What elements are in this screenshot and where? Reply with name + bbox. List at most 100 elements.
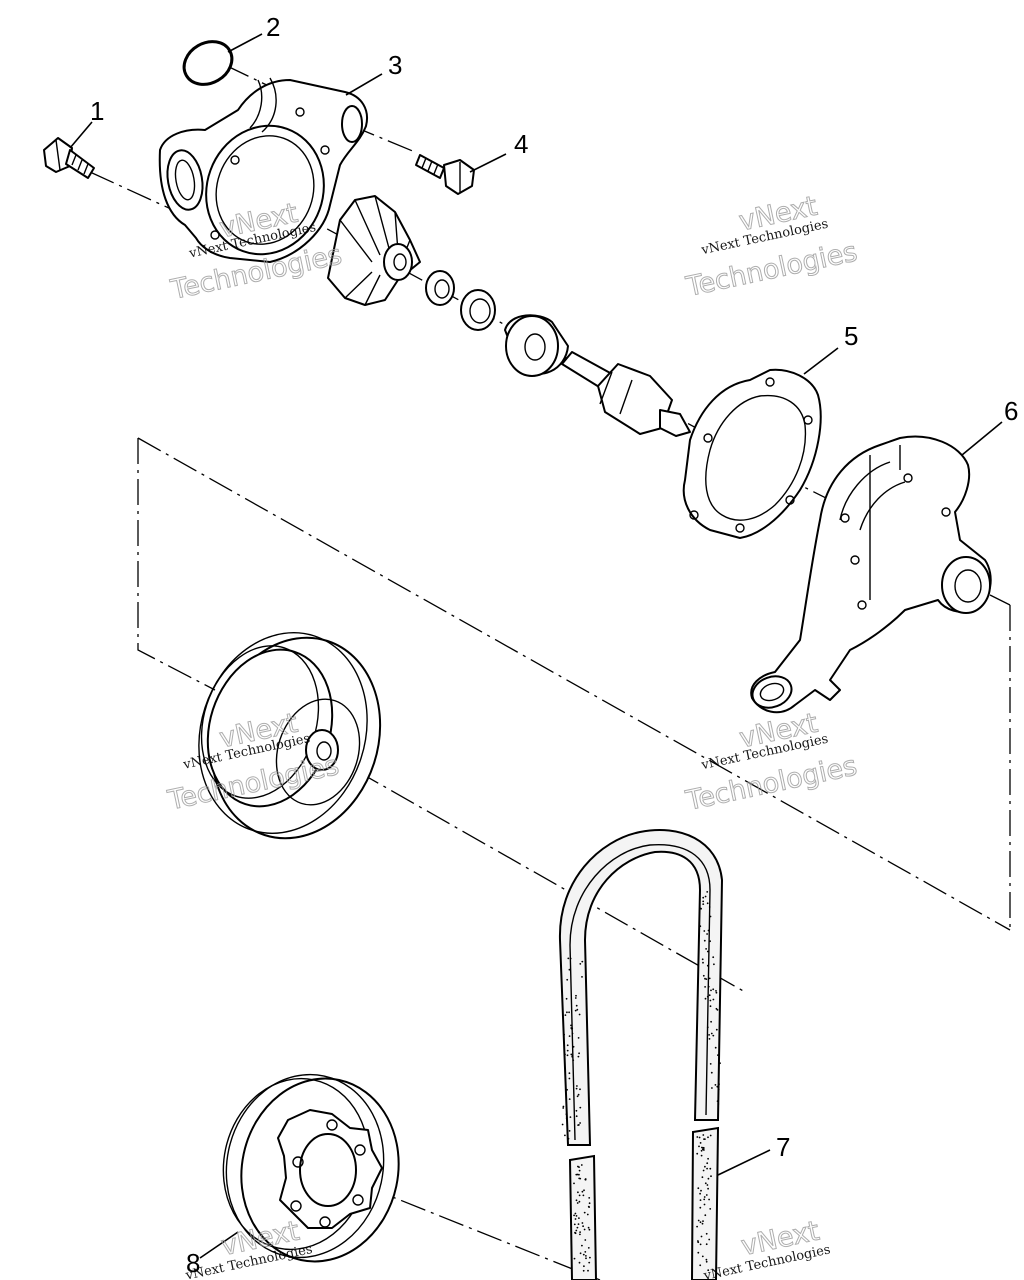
belt-speck bbox=[696, 1136, 699, 1138]
belt-speck bbox=[587, 1247, 590, 1249]
belt-speck bbox=[700, 1154, 703, 1157]
belt-speck bbox=[709, 1208, 712, 1210]
belt-speck bbox=[708, 994, 711, 997]
belt-speck bbox=[699, 925, 702, 928]
belt-speck bbox=[573, 1182, 575, 1185]
watermark-5: vNext vNext Technologies bbox=[183, 1215, 313, 1280]
belt-speck bbox=[578, 1217, 580, 1219]
belt-speck bbox=[583, 1228, 586, 1231]
belt-speck bbox=[562, 1105, 565, 1108]
belt-speck bbox=[562, 1107, 565, 1109]
belt-speck bbox=[714, 1046, 717, 1049]
belt-speck bbox=[705, 1194, 708, 1196]
belt-speck bbox=[566, 1088, 568, 1091]
bolt-4 bbox=[415, 154, 475, 195]
belt-speck bbox=[705, 948, 707, 950]
belt-speck bbox=[701, 958, 704, 961]
belt-speck bbox=[718, 1083, 720, 1085]
belt-speck bbox=[579, 1252, 582, 1255]
belt-speck bbox=[577, 1191, 579, 1194]
callout-5: 5 bbox=[844, 321, 858, 351]
belt-speck bbox=[581, 1244, 583, 1247]
belt-speck bbox=[575, 994, 577, 997]
belt-speck bbox=[703, 1147, 705, 1149]
belt-speck bbox=[568, 968, 571, 971]
belt-speck bbox=[706, 902, 709, 905]
belt-speck bbox=[588, 1202, 591, 1205]
belt-speck bbox=[701, 1255, 704, 1258]
belt-speck bbox=[569, 957, 572, 960]
belt-speck bbox=[561, 1123, 564, 1126]
belt-speck bbox=[565, 1113, 568, 1116]
belt-speck bbox=[714, 1084, 717, 1086]
belt-speck bbox=[709, 1167, 712, 1170]
belt-speck bbox=[707, 1177, 710, 1180]
belt-speck bbox=[707, 1157, 709, 1160]
belt-speck bbox=[578, 1013, 581, 1016]
watermark-4: vNext vNext Technologies Technologies bbox=[682, 707, 860, 817]
belt-speck bbox=[572, 1045, 575, 1048]
leader-lines bbox=[69, 33, 1003, 1259]
belt-speck bbox=[574, 1212, 577, 1215]
callouts: 1 2 3 4 5 6 7 8 bbox=[90, 12, 1018, 1278]
belt-speck bbox=[563, 1033, 565, 1036]
fan-pulley bbox=[198, 632, 382, 840]
crank-pulley bbox=[222, 1073, 400, 1263]
belt-speck bbox=[703, 1196, 706, 1198]
callout-2: 2 bbox=[266, 12, 280, 42]
callout-4: 4 bbox=[514, 129, 528, 159]
belt-speck bbox=[578, 1194, 581, 1197]
belt-speck bbox=[703, 930, 706, 932]
belt-speck bbox=[577, 1093, 580, 1096]
bolt-1 bbox=[43, 137, 95, 179]
o-ring bbox=[182, 40, 234, 86]
belt-speck bbox=[713, 963, 715, 966]
belt-speck bbox=[587, 1226, 590, 1229]
belt-speck bbox=[566, 1054, 569, 1057]
belt-speck bbox=[705, 1243, 708, 1246]
belt-speck bbox=[578, 1173, 580, 1176]
belt-speck bbox=[703, 1198, 706, 1201]
belt-speck bbox=[581, 1222, 584, 1224]
belt-speck bbox=[578, 1124, 580, 1126]
belt-speck bbox=[582, 1194, 585, 1197]
belt-speck bbox=[581, 976, 583, 978]
belt-speck bbox=[576, 1095, 579, 1098]
belt-speck bbox=[702, 1148, 705, 1151]
belt-speck bbox=[712, 1034, 715, 1037]
belt-speck bbox=[568, 1011, 570, 1014]
belt-speck bbox=[580, 1164, 583, 1166]
impeller bbox=[327, 195, 421, 306]
belt-speck bbox=[576, 1008, 579, 1011]
belt-speck bbox=[584, 1178, 587, 1181]
belt-speck bbox=[584, 1251, 587, 1253]
belt-speck bbox=[581, 960, 584, 963]
belt-speck bbox=[567, 1137, 570, 1140]
belt-speck bbox=[706, 995, 709, 998]
belt-speck bbox=[702, 1169, 705, 1172]
belt-speck bbox=[706, 1162, 709, 1165]
belt-speck bbox=[704, 895, 707, 898]
belt-speck bbox=[709, 1134, 712, 1137]
belt-speck bbox=[581, 1190, 584, 1193]
belt-speck bbox=[578, 1200, 581, 1203]
belt-speck bbox=[717, 1103, 720, 1105]
belt-speck bbox=[575, 1215, 578, 1217]
belt-speck bbox=[571, 1032, 574, 1035]
belt-speck bbox=[706, 891, 709, 893]
callout-7: 7 bbox=[776, 1132, 790, 1162]
belt-speck bbox=[573, 1223, 576, 1226]
belt-speck bbox=[701, 1176, 704, 1179]
belt-speck bbox=[577, 1055, 580, 1058]
belt-speck bbox=[719, 1062, 721, 1065]
belt-speck bbox=[716, 1009, 719, 1011]
belt-speck bbox=[564, 1053, 566, 1056]
belt-speck bbox=[700, 1189, 702, 1192]
belt-speck bbox=[702, 900, 705, 903]
belt-speck bbox=[564, 1134, 566, 1137]
belt-speck bbox=[706, 1167, 708, 1170]
belt-speck bbox=[586, 1213, 589, 1216]
belt-speck bbox=[568, 1072, 571, 1075]
belt-speck bbox=[701, 1222, 704, 1225]
belt-speck bbox=[574, 997, 577, 999]
